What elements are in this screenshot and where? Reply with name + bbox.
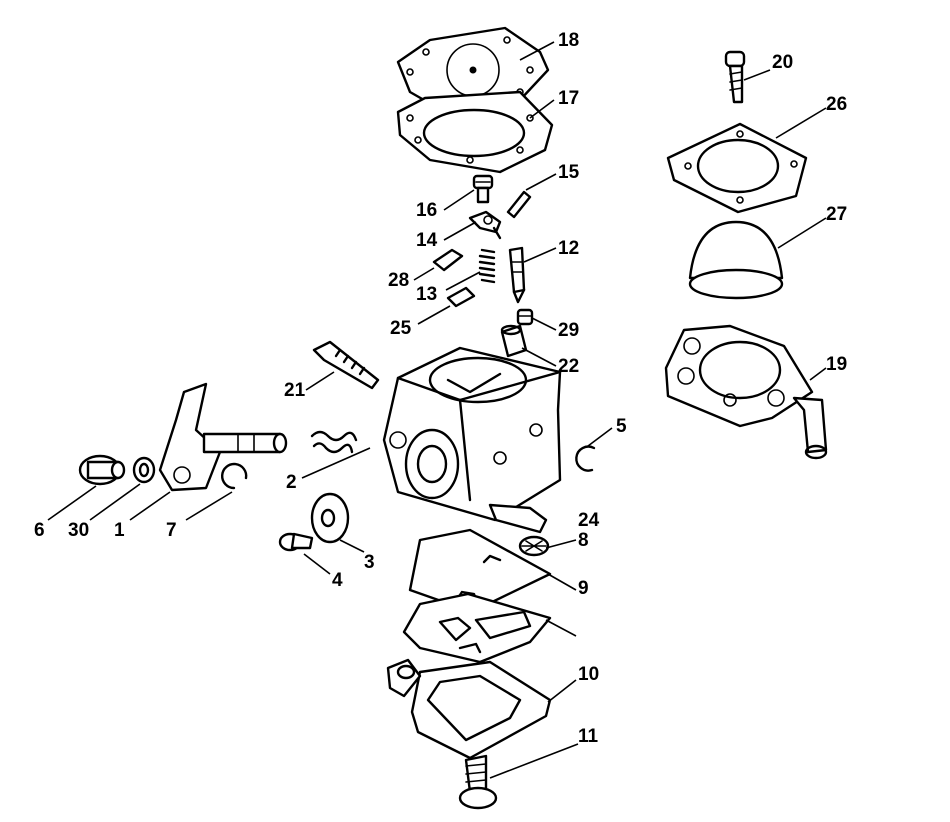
part-27-primer-bulb [688, 220, 784, 300]
callout-6: 6 [34, 520, 45, 541]
callout-4: 4 [332, 570, 343, 591]
callout-10: 10 [578, 664, 599, 685]
part-2-spring [310, 430, 358, 454]
part-30-washer [132, 456, 156, 484]
part-6-knob [78, 454, 126, 486]
callout-17: 17 [558, 88, 579, 109]
callout-7: 7 [166, 520, 177, 541]
part-20-screw [724, 50, 746, 104]
callout-25: 25 [390, 318, 412, 339]
callout-19: 19 [826, 354, 847, 375]
callout-12: 12 [558, 238, 579, 259]
callout-20: 20 [772, 52, 793, 73]
callout-28: 28 [388, 270, 409, 291]
part-15-pin [506, 190, 532, 219]
part-4-screw [278, 532, 314, 552]
part-5-clip [575, 445, 596, 472]
callout-3: 3 [364, 552, 375, 573]
callout-27: 27 [826, 204, 847, 225]
callout-26: 26 [826, 94, 847, 115]
part-14-lever [468, 210, 502, 240]
callout-1: 1 [114, 520, 125, 541]
part-1-throttle-shaft [158, 382, 288, 492]
callout-14: 14 [416, 230, 438, 251]
callout-29: 29 [558, 320, 579, 341]
callout-15: 15 [558, 162, 580, 183]
callout-13: 13 [416, 284, 437, 305]
part-7-clip [220, 462, 248, 490]
callout-24: 24 [578, 510, 600, 531]
part-17-gasket [396, 90, 554, 174]
callout-11: 11 [578, 726, 599, 747]
part-28-pad [432, 248, 464, 272]
part-29-set-screw [516, 308, 534, 326]
part-11-screw [458, 754, 498, 810]
callout-18: 18 [558, 30, 579, 51]
part-21-idle-screw [312, 340, 380, 390]
part-carburetor-body [382, 346, 562, 534]
callout-8: 8 [578, 530, 589, 551]
callout-9: 9 [578, 578, 589, 599]
callout-5: 5 [616, 416, 627, 437]
part-22-nozzle [500, 324, 528, 358]
part-24-screen [518, 535, 550, 557]
leader-lines [47, 41, 827, 779]
part-3-disk [310, 492, 350, 544]
part-18-diaphragm-plate [396, 26, 550, 114]
part-25-pad [446, 286, 476, 308]
part-16-screw [472, 174, 494, 204]
part-12-needle [508, 246, 526, 304]
callout-22: 22 [558, 356, 579, 377]
part-9-gasket [402, 592, 552, 664]
callout-2: 2 [286, 472, 297, 493]
callout-30: 30 [68, 520, 89, 541]
part-19-primer-housing [664, 324, 828, 460]
callout-16: 16 [416, 200, 437, 221]
part-26-flange-gasket [666, 122, 808, 214]
part-13-spring [478, 248, 496, 284]
callout-21: 21 [284, 380, 306, 401]
part-10-pump-body [386, 658, 552, 760]
callouts: 1 2 3 4 5 6 7 8 9 10 11 12 13 14 15 16 1… [34, 30, 847, 747]
